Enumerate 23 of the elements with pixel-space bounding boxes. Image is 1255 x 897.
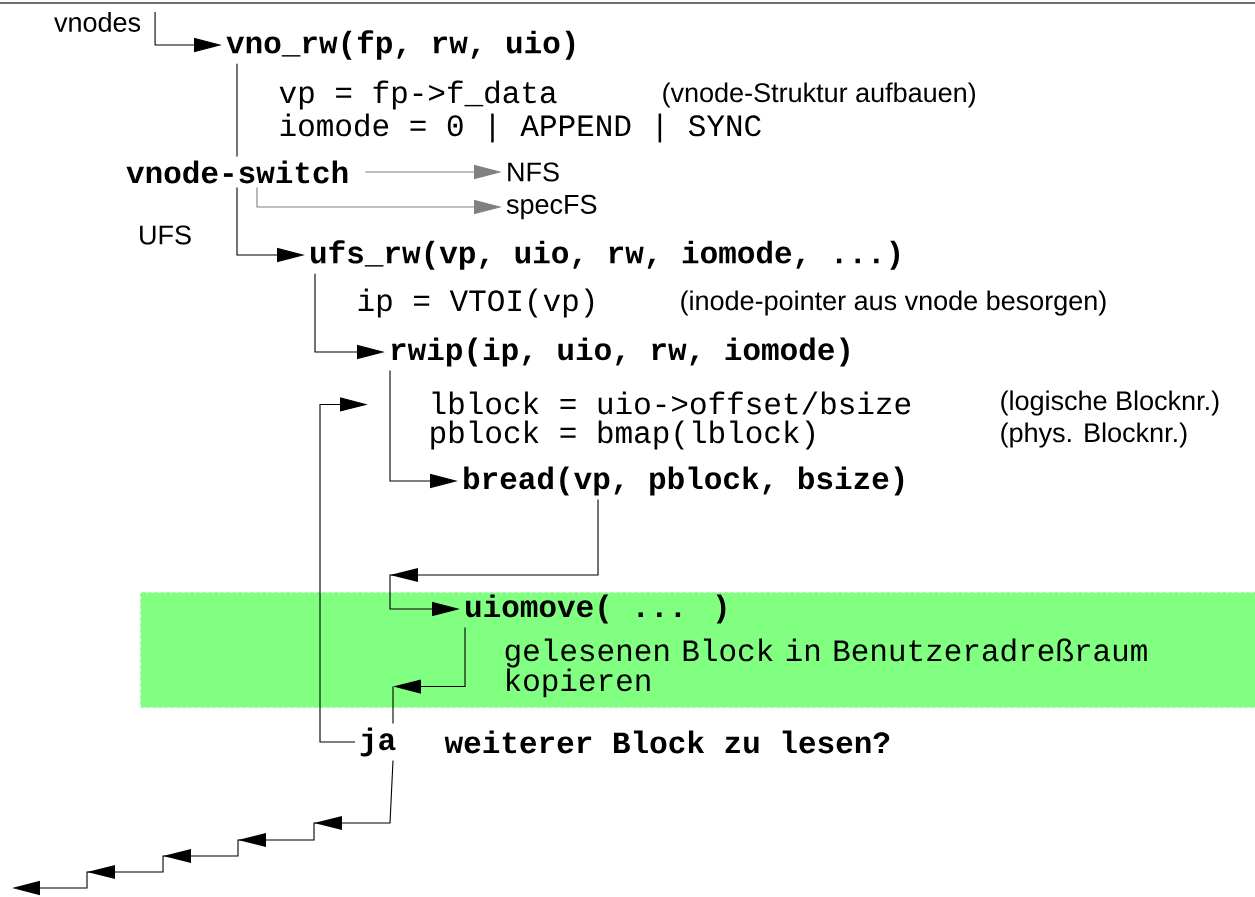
function-call: bread(vp, pblock, bsize) (464, 466, 904, 496)
highlight-band (140, 592, 1255, 709)
code-line: ip = VTOI(vp) (358, 288, 594, 318)
code-line: vp = fp->f_data (279, 80, 557, 110)
start-label: vnodes (54, 12, 141, 32)
code-line: pblock = bmap(lblock) (431, 420, 814, 450)
target-label: NFS (508, 162, 559, 182)
function-call: ufs_rw(vp, uio, rw, iomode, ...) (311, 240, 899, 270)
code-line: iomode = 0 | APPEND | SYNC (280, 113, 761, 143)
question-text: weiterer Block zu lesen? (444, 730, 890, 754)
function-call: vno_rw(fp, rw, uio) (226, 30, 575, 60)
code-line: lblock = uio->offset/bsize (432, 391, 911, 415)
function-call: rwip(ip, uio, rw, iomode) (392, 337, 849, 367)
comment-text: (vnode-Struktur aufbauen) (663, 82, 975, 108)
target-label: specFS (506, 194, 597, 220)
comment-text: (phys. Blocknr.) (1001, 422, 1187, 448)
function-call: uiomove( ... ) (466, 594, 726, 624)
switch-label: vnode-switch (126, 160, 348, 184)
comment-text: (logische Blocknr.) (1001, 390, 1219, 416)
edge-label: UFS (140, 225, 191, 245)
description-text: gelesenen Block in Benutzeradreßraum kopieren (505, 638, 1147, 698)
comment-text: (inode-pointer aus vnode besorgen) (681, 290, 1106, 316)
decision-label: ja (360, 727, 396, 757)
